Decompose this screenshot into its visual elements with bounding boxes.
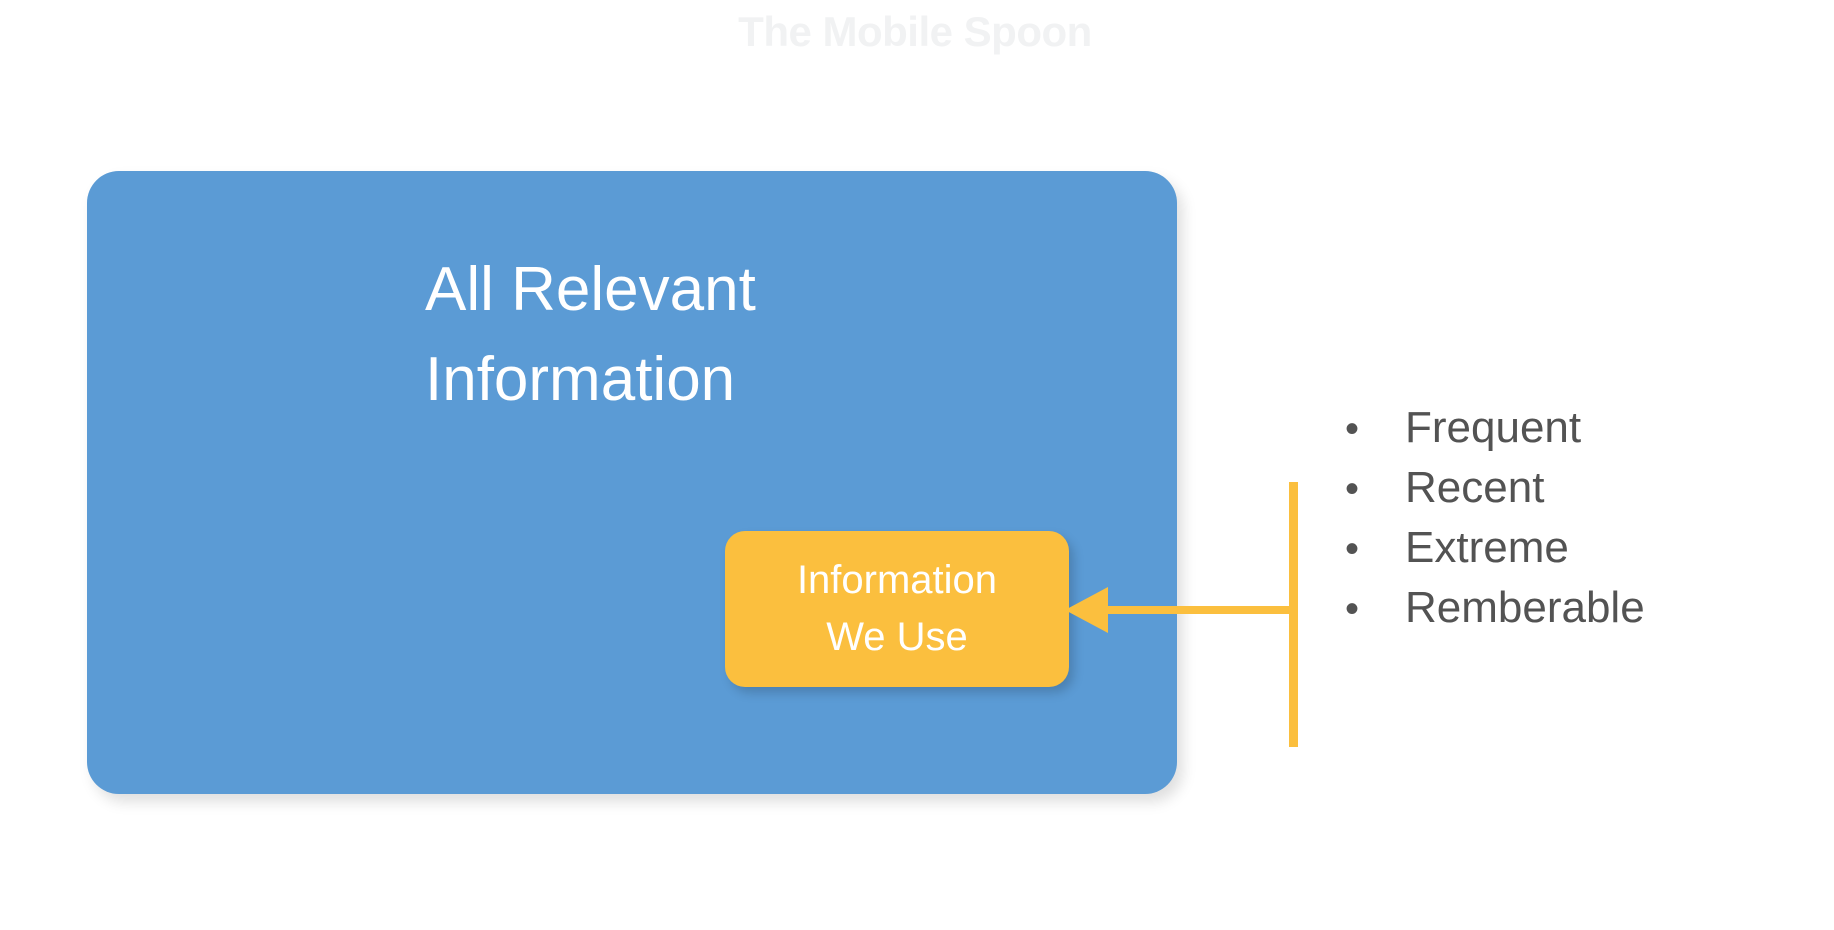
arrow-shaft — [1095, 606, 1293, 614]
information-we-use-line-1: Information — [796, 558, 998, 603]
bullet-label-recent: Recent — [1405, 463, 1545, 512]
watermark-title-text: The Mobile Spoon — [738, 8, 1092, 55]
bullet-dot-icon: • — [1345, 407, 1360, 451]
list-item: • Remberable — [1345, 578, 1815, 638]
list-item: • Frequent — [1345, 398, 1815, 458]
bullet-dot-icon: • — [1345, 587, 1360, 631]
bullet-label-extreme: Extreme — [1405, 523, 1569, 572]
attribute-bullet-list: • Frequent • Recent • Extreme • Remberab… — [1345, 398, 1815, 638]
all-relevant-information-panel: All Relevant Information — [87, 171, 1177, 794]
list-item: • Recent — [1345, 458, 1815, 518]
watermark-title: The Mobile Spoon — [0, 8, 1834, 56]
bullet-dot-icon: • — [1345, 527, 1360, 571]
information-we-use-box: Information We Use — [725, 531, 1069, 687]
bullet-label-remberable: Remberable — [1405, 583, 1645, 632]
bullet-dot-icon: • — [1345, 467, 1360, 511]
bullet-label-frequent: Frequent — [1405, 403, 1582, 452]
arrow-left-icon — [1065, 587, 1108, 633]
bracket-arrow-connector — [1065, 482, 1298, 747]
panel-heading: All Relevant Information — [425, 245, 985, 425]
bracket-vertical-bar — [1289, 482, 1298, 747]
list-item: • Extreme — [1345, 518, 1815, 578]
information-we-use-line-2: We Use — [826, 615, 968, 659]
panel-heading-line-1: All Relevant — [425, 255, 756, 324]
panel-heading-line-2: Information — [425, 344, 736, 414]
